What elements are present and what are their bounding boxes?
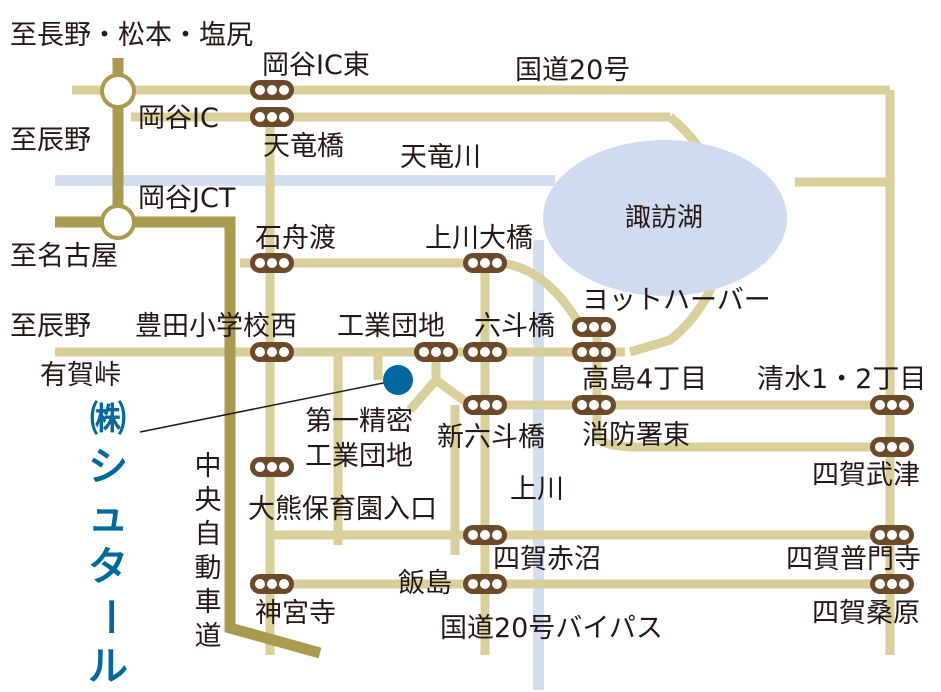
- toyota-elem-west-label: 豊田小学校西: [135, 311, 297, 342]
- lake-suwa: [543, 140, 787, 296]
- signal-iijima: [463, 574, 507, 594]
- company-name: ㈱ シ ュ タ ー ル: [80, 398, 136, 692]
- signal-shin-rokutokyo: [463, 395, 507, 415]
- okaya-ic-circle: [100, 73, 136, 109]
- river-layer: [55, 175, 555, 690]
- road-layer: [55, 85, 895, 655]
- signal-shimizu12: [870, 395, 914, 415]
- ohkuma-hoikuen-label: 大熊保育園入口: [248, 494, 437, 525]
- shobosho-east-label: 消防署東: [582, 420, 690, 451]
- shiga-mutsu-label: 四賀武津: [812, 460, 920, 491]
- signal-yacht-harbor: [572, 317, 616, 337]
- direction-tatsuno-mid: 至辰野: [10, 311, 91, 342]
- shimizu12-label: 清水1・2丁目: [757, 364, 927, 395]
- tenryu-river-label: 天竜川: [400, 142, 481, 173]
- landmark-line2: 工業団地: [305, 441, 413, 472]
- company-char-5: ル: [88, 644, 128, 690]
- okaya-ic-label: 岡谷IC: [138, 103, 219, 134]
- signal-ohkuma-hoikuen: [250, 457, 294, 477]
- signal-kogyo-danchi: [414, 342, 458, 362]
- arigatoge-label: 有賀峠: [40, 360, 121, 391]
- signal-rokutokyo: [463, 342, 507, 362]
- company-char-2: ュ: [88, 494, 128, 540]
- signal-okaya-ic-east: [250, 80, 294, 100]
- traffic-signals: [250, 80, 914, 594]
- chuo-label-char: 央: [194, 485, 222, 516]
- signal-jinguji: [250, 574, 294, 594]
- signal-ishifunado: [250, 253, 294, 273]
- route20-label: 国道20号: [515, 55, 631, 86]
- signal-tenryukyo: [250, 107, 294, 127]
- signal-shiga-mutsu: [870, 437, 914, 457]
- rokutokyo-label: 六斗橋: [474, 311, 555, 342]
- company-char-4: ー: [85, 597, 131, 637]
- kamikawa-river: [533, 240, 544, 690]
- signal-shiga-akanuma: [463, 525, 507, 545]
- tenryukyo-label: 天竜橋: [263, 131, 344, 162]
- company-pointer-line: [139, 379, 399, 433]
- shiga-kuwabara-label: 四賀桑原: [812, 598, 920, 629]
- shin-rokutokyo-label: 新六斗橋: [437, 422, 545, 453]
- ishifunado-label: 石舟渡: [255, 223, 336, 254]
- signal-toyota-elem-west: [250, 342, 294, 362]
- company-char-3: タ: [88, 544, 128, 590]
- chuo-expressway: [118, 216, 322, 659]
- chuo-label-char: 動: [194, 553, 222, 584]
- chuo-label-char: 道: [194, 621, 222, 652]
- signal-shiga-fumonji: [870, 525, 914, 545]
- landmark-line1: 第一精密: [305, 406, 413, 437]
- kamikawa-label: 上川: [510, 474, 564, 505]
- danchi-road-d: [406, 377, 440, 413]
- signal-takashima4-south: [572, 395, 616, 415]
- yacht-harbor-label: ヨットハーバー: [582, 285, 771, 316]
- direction-tatsuno-top: 至辰野: [10, 125, 91, 156]
- shiga-fumonji-label: 四賀普門寺: [786, 544, 921, 575]
- company-prefix: ㈱: [89, 399, 126, 440]
- signal-shiga-kuwabara: [870, 574, 914, 594]
- okaya-jct-label: 岡谷JCT: [138, 183, 236, 214]
- direction-nagano: 至長野・松本・塩尻: [10, 20, 253, 51]
- company-location-dot: [383, 365, 413, 395]
- chuo-label-char: 中: [194, 451, 222, 482]
- kogyo-danchi-label: 工業団地: [337, 311, 445, 342]
- lake-suwa-label: 諏訪湖: [625, 203, 704, 233]
- takashima4-label: 高島4丁目: [582, 364, 708, 395]
- iijima-label: 飯島: [398, 568, 452, 599]
- okaya-ic-east-label: 岡谷IC東: [262, 50, 370, 81]
- chuo-label-char: 自: [194, 519, 222, 550]
- company-char-1: シ: [88, 444, 128, 490]
- direction-nagoya: 至名古屋: [10, 241, 118, 272]
- chuo-expressway-label: 中央自動車道: [193, 450, 223, 654]
- tenryu-river: [55, 175, 555, 186]
- shiga-akanuma-label: 四賀赤沼: [493, 544, 601, 575]
- signal-kamikawa-ohashi: [463, 253, 507, 273]
- kamikawa-ohashi-label: 上川大橋: [425, 223, 533, 254]
- signal-takashima4: [572, 342, 616, 362]
- bypass-label: 国道20号バイパス: [440, 613, 663, 644]
- jinguji-label: 神宮寺: [255, 598, 336, 629]
- okaya-jct-circle: [100, 204, 136, 240]
- shobosho-road: [592, 405, 890, 452]
- chuo-label-char: 車: [194, 587, 222, 618]
